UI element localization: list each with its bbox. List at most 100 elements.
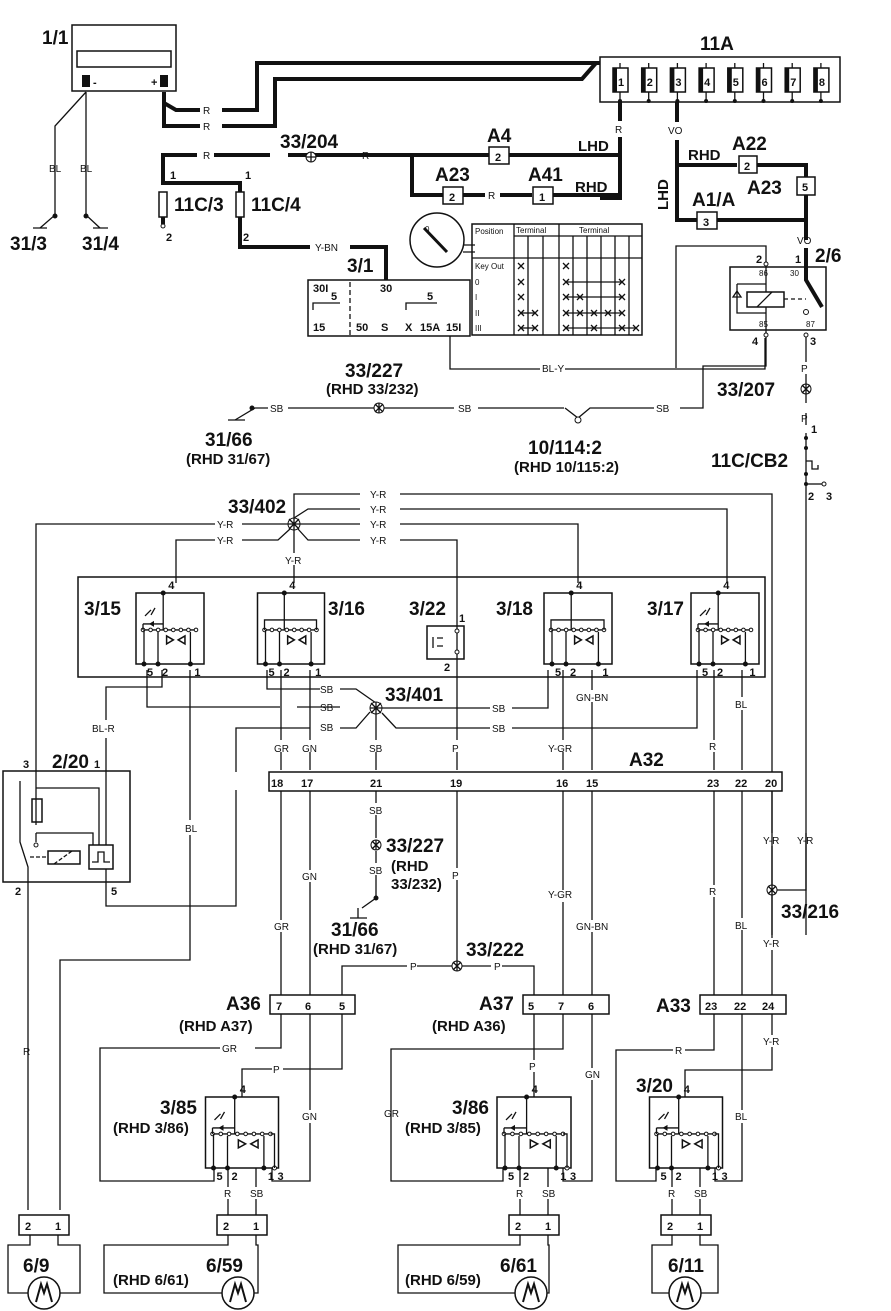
pin-label: 5	[269, 667, 275, 679]
pin-dot	[553, 1165, 559, 1171]
splice-33-222-label: 33/222	[466, 940, 524, 961]
svg-text:30: 30	[790, 269, 799, 278]
switch-3-17-label: 3/17	[647, 599, 684, 620]
pin-dot	[549, 661, 555, 667]
wire-color-label: R	[203, 106, 210, 117]
svg-text:Terminal: Terminal	[516, 226, 546, 235]
down-arrow-icon	[249, 1138, 259, 1150]
svg-text:5: 5	[427, 291, 433, 303]
wire-color-label: R	[709, 742, 716, 753]
fuse-slot-edge	[785, 68, 790, 92]
motor-loop-wire	[651, 1235, 719, 1294]
svg-text:33/232): 33/232)	[391, 876, 442, 893]
pin-label: 4	[168, 580, 175, 592]
wire-color-label: Y-R	[763, 836, 779, 847]
connector-a37: 5 7 6 A37 (RHD A36)	[432, 994, 610, 1035]
ignition-switch: 3/1 30I 30 5 5 15 50 S X 15A 15I 0	[307, 212, 475, 337]
wire-color-label: Y-BN	[315, 243, 338, 254]
pin-label: 5	[217, 1171, 223, 1183]
contact	[687, 1131, 692, 1137]
motor-wires	[227, 1168, 257, 1215]
battery: - + 1/1	[42, 24, 177, 92]
light-ray-icon	[505, 1111, 517, 1121]
svg-text:30: 30	[380, 283, 392, 295]
pin-label: 1	[55, 1221, 61, 1233]
contact	[251, 1131, 257, 1137]
wire-color-label: SB	[320, 703, 334, 714]
light-ray-icon	[699, 607, 711, 617]
fuse-slot-number: 6	[762, 77, 768, 89]
motor-wires	[671, 1168, 701, 1215]
wire-color-label: Y-R	[763, 939, 779, 950]
wire-color-label: BL	[735, 1112, 748, 1123]
contact	[518, 1131, 524, 1137]
wire-color-label: Y-R	[217, 536, 233, 547]
switch-body	[204, 1096, 280, 1169]
fuse-slot-pin	[790, 99, 795, 103]
down-arrow-icon	[541, 1138, 552, 1150]
wire-color-label: Y-R	[370, 536, 386, 547]
fuse-slot-edge	[641, 68, 646, 92]
down-arrow-icon	[176, 634, 186, 646]
svg-text:15I: 15I	[446, 322, 461, 334]
wire-color-label: Y-R	[370, 490, 386, 501]
fuse-slot-edge	[699, 68, 704, 92]
wire-color-label: R	[709, 887, 716, 898]
contact	[306, 627, 312, 633]
contact	[741, 627, 746, 633]
led-icon	[218, 1124, 224, 1131]
fuse-slot-edge	[670, 68, 675, 92]
fuse-slot-number: 7	[790, 77, 796, 89]
wire-color-label: SB	[542, 1189, 556, 1200]
wire-color-label: BL	[80, 164, 93, 175]
motor-connector	[660, 1214, 712, 1236]
contact	[679, 1131, 684, 1137]
pin-label: 4	[723, 580, 730, 592]
led-icon	[704, 620, 709, 627]
svg-text:2: 2	[756, 254, 762, 266]
switch-body	[648, 1096, 724, 1169]
pin-label: 1	[697, 1221, 703, 1233]
pin-label: 2	[162, 667, 168, 679]
wire-color-label: SB	[320, 723, 334, 734]
fuse-slot-pin	[761, 99, 766, 103]
svg-text:21: 21	[370, 778, 382, 790]
contact	[725, 627, 731, 633]
motor-6-61-rhd-label: (RHD 6/59)	[405, 1272, 481, 1289]
motor-6-59-rhd-label: (RHD 6/61)	[113, 1272, 189, 1289]
connector-a32: A32 18 17 21 19 16 15 23 22 20	[268, 750, 783, 792]
svg-text:X: X	[405, 322, 413, 334]
ignition-table-x-mark	[517, 293, 525, 301]
svg-text:30I: 30I	[313, 283, 328, 295]
pin-label: 2	[570, 667, 576, 679]
pin-label: 5	[661, 1171, 667, 1183]
fuse-slot-pin	[646, 99, 651, 103]
contact	[526, 1131, 532, 1137]
switch-3-15-label: 3/15	[84, 599, 121, 620]
up-arrow-icon	[237, 1138, 248, 1150]
down-arrow-icon	[693, 1138, 703, 1150]
ignition-table-x-mark	[562, 278, 570, 286]
wire-color-label: GR	[274, 922, 289, 933]
switch-3-18-label: 3/18	[496, 599, 533, 620]
rhd-label: RHD	[575, 179, 608, 196]
pin-label: 1	[749, 667, 755, 679]
pin-label: 2	[223, 1221, 229, 1233]
svg-text:5: 5	[528, 1001, 534, 1013]
pin-label: 5	[555, 667, 561, 679]
svg-text:+: +	[151, 77, 157, 89]
ignition-table-x-mark	[517, 324, 525, 332]
pin-label: 4	[684, 1084, 691, 1096]
pin-label: 2	[515, 1221, 521, 1233]
up-arrow-icon	[720, 634, 730, 646]
pin-label: 2	[676, 1171, 682, 1183]
wire-color-label: SB	[492, 724, 506, 735]
fuse-slot-pin	[818, 99, 823, 103]
